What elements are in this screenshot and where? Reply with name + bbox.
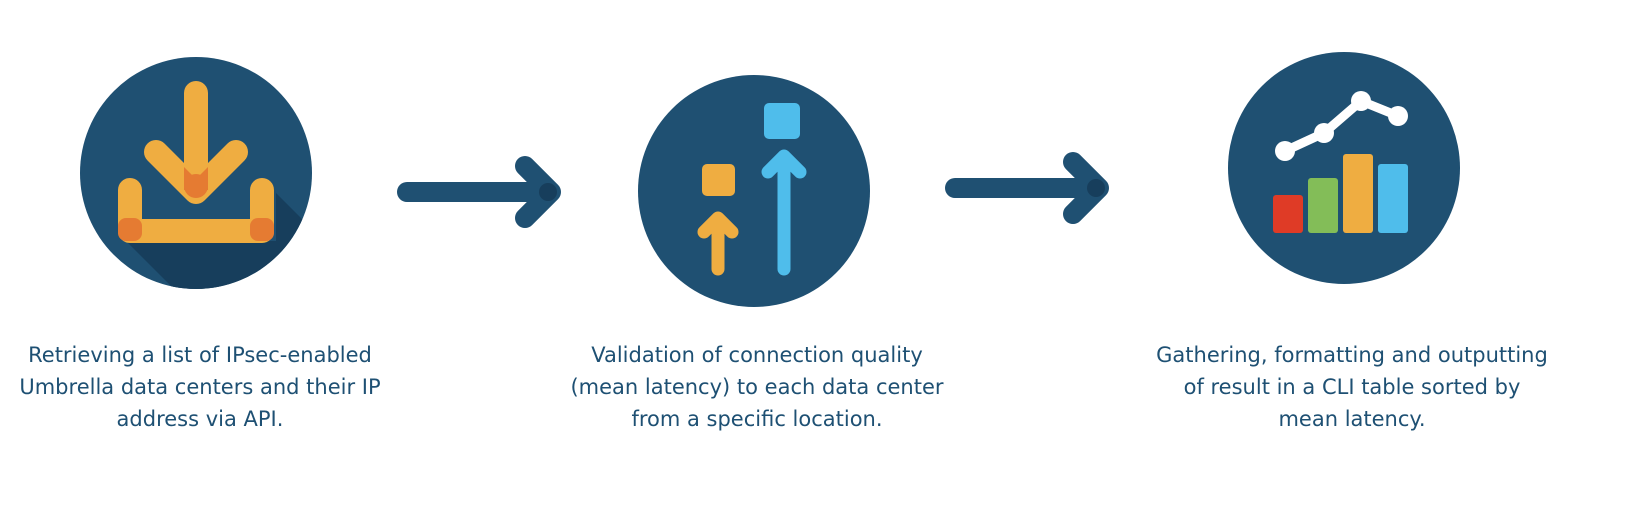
step-1-caption: Retrieving a list of IPsec-enabled Umbre… bbox=[10, 339, 390, 435]
arrow-right-icon bbox=[945, 152, 1109, 224]
caption-line: of result in a CLI table sorted by bbox=[1183, 375, 1521, 399]
caption-line: from a specific location. bbox=[631, 407, 883, 431]
chart-icon bbox=[1228, 52, 1460, 284]
caption-line: (mean latency) to each data center bbox=[570, 375, 944, 399]
caption-line: mean latency. bbox=[1278, 407, 1426, 431]
caption-line: Umbrella data centers and their IP bbox=[19, 375, 381, 399]
latency-arrows-icon bbox=[638, 75, 870, 307]
caption-line: Retrieving a list of IPsec-enabled bbox=[28, 343, 372, 367]
caption-line: address via API. bbox=[116, 407, 284, 431]
caption-line: Validation of connection quality bbox=[591, 343, 923, 367]
step-3-caption: Gathering, formatting and outputting of … bbox=[1136, 339, 1568, 435]
download-icon bbox=[80, 57, 312, 289]
arrow-right-icon bbox=[397, 156, 561, 228]
step-2-caption: Validation of connection quality (mean l… bbox=[554, 339, 960, 435]
caption-line: Gathering, formatting and outputting bbox=[1156, 343, 1548, 367]
